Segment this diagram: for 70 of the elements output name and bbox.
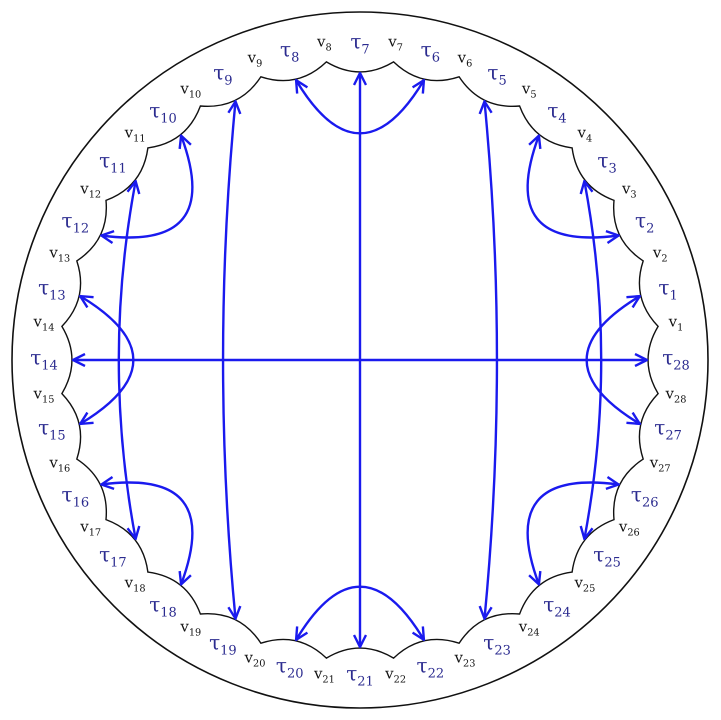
vertex-label: v$_{27}$ <box>650 456 671 474</box>
arc-label: τ$_{8}$ <box>280 39 300 64</box>
vertex-label: v$_{13}$ <box>49 246 70 264</box>
arc-label: τ$_{7}$ <box>350 32 370 56</box>
vertex-label: v$_{25}$ <box>574 576 596 594</box>
vertex-label: v$_{8}$ <box>317 34 332 54</box>
vertex-label: v$_{1}$ <box>668 315 684 334</box>
vertex-label: v$_{21}$ <box>314 666 335 686</box>
vertex-label: v$_{6}$ <box>458 50 472 70</box>
arc-label: τ$_{12}$ <box>61 210 90 236</box>
vertex-label: v$_{20}$ <box>244 650 266 670</box>
vertex-label: v$_{7}$ <box>388 34 403 54</box>
arc-label: τ$_{16}$ <box>61 484 90 510</box>
arc-label: τ$_{6}$ <box>420 39 440 64</box>
vertex-label: v$_{14}$ <box>34 315 54 334</box>
double-arrow <box>100 476 194 586</box>
double-arrow <box>72 352 648 368</box>
arc-label: τ$_{27}$ <box>654 418 682 443</box>
vertex-label: v$_{9}$ <box>248 50 262 70</box>
arc-label: τ$_{1}$ <box>658 277 678 302</box>
arc-label: τ$_{19}$ <box>209 632 237 658</box>
double-arrow <box>294 79 426 134</box>
vertex-label: v$_{17}$ <box>80 520 102 539</box>
arc-label: τ$_{15}$ <box>38 418 66 443</box>
arc-label: τ$_{5}$ <box>487 62 507 88</box>
arc-label: τ$_{26}$ <box>630 484 658 510</box>
arc-label: τ$_{24}$ <box>543 594 571 620</box>
double-arrow <box>579 180 602 540</box>
vertex-label: v$_{11}$ <box>124 126 146 144</box>
vertex-label: v$_{16}$ <box>49 456 70 474</box>
double-arrow <box>294 586 426 641</box>
arc-label: τ$_{2}$ <box>635 210 654 236</box>
vertex-label: v$_{23}$ <box>454 650 476 670</box>
arc-label: τ$_{21}$ <box>346 664 374 688</box>
double-arrow <box>100 134 194 244</box>
arc-label: τ$_{9}$ <box>213 62 233 88</box>
vertex-label: v$_{19}$ <box>180 620 202 639</box>
vertex-label: v$_{4}$ <box>578 126 592 144</box>
double-arrow <box>352 72 368 648</box>
arc-label: τ$_{20}$ <box>276 656 304 681</box>
vertex-label: v$_{22}$ <box>385 666 406 686</box>
vertex-label: v$_{28}$ <box>666 386 686 405</box>
vertex-label: v$_{26}$ <box>618 520 640 539</box>
arc-label: τ$_{11}$ <box>99 150 127 176</box>
arc-label: τ$_{25}$ <box>593 544 621 570</box>
arc-label: τ$_{13}$ <box>38 277 66 302</box>
arc-label: τ$_{4}$ <box>547 100 567 126</box>
arc-label: τ$_{23}$ <box>483 632 511 658</box>
vertex-label: v$_{5}$ <box>522 81 537 100</box>
vertex-label: v$_{18}$ <box>124 576 146 594</box>
arc-label: τ$_{28}$ <box>662 348 690 372</box>
double-arrow <box>586 294 641 426</box>
vertex-label: v$_{15}$ <box>34 386 54 405</box>
double-arrow <box>526 476 620 586</box>
double-arrow <box>478 100 498 620</box>
vertex-label: v$_{3}$ <box>622 181 637 200</box>
double-arrow <box>222 100 242 620</box>
vertex-label: v$_{12}$ <box>80 181 102 200</box>
vertex-label: v$_{24}$ <box>518 620 540 639</box>
arc-label: τ$_{17}$ <box>99 544 127 570</box>
double-arrow <box>118 180 141 540</box>
double-arrow <box>79 294 134 426</box>
arc-label: τ$_{18}$ <box>149 594 177 620</box>
arc-label: τ$_{3}$ <box>597 150 617 176</box>
arc-label: τ$_{10}$ <box>149 100 177 126</box>
double-arrow <box>526 134 620 244</box>
vertex-label: v$_{2}$ <box>652 246 668 264</box>
vertex-label: v$_{10}$ <box>180 81 202 100</box>
arc-label: τ$_{22}$ <box>416 656 444 681</box>
arc-label: τ$_{14}$ <box>30 348 58 372</box>
